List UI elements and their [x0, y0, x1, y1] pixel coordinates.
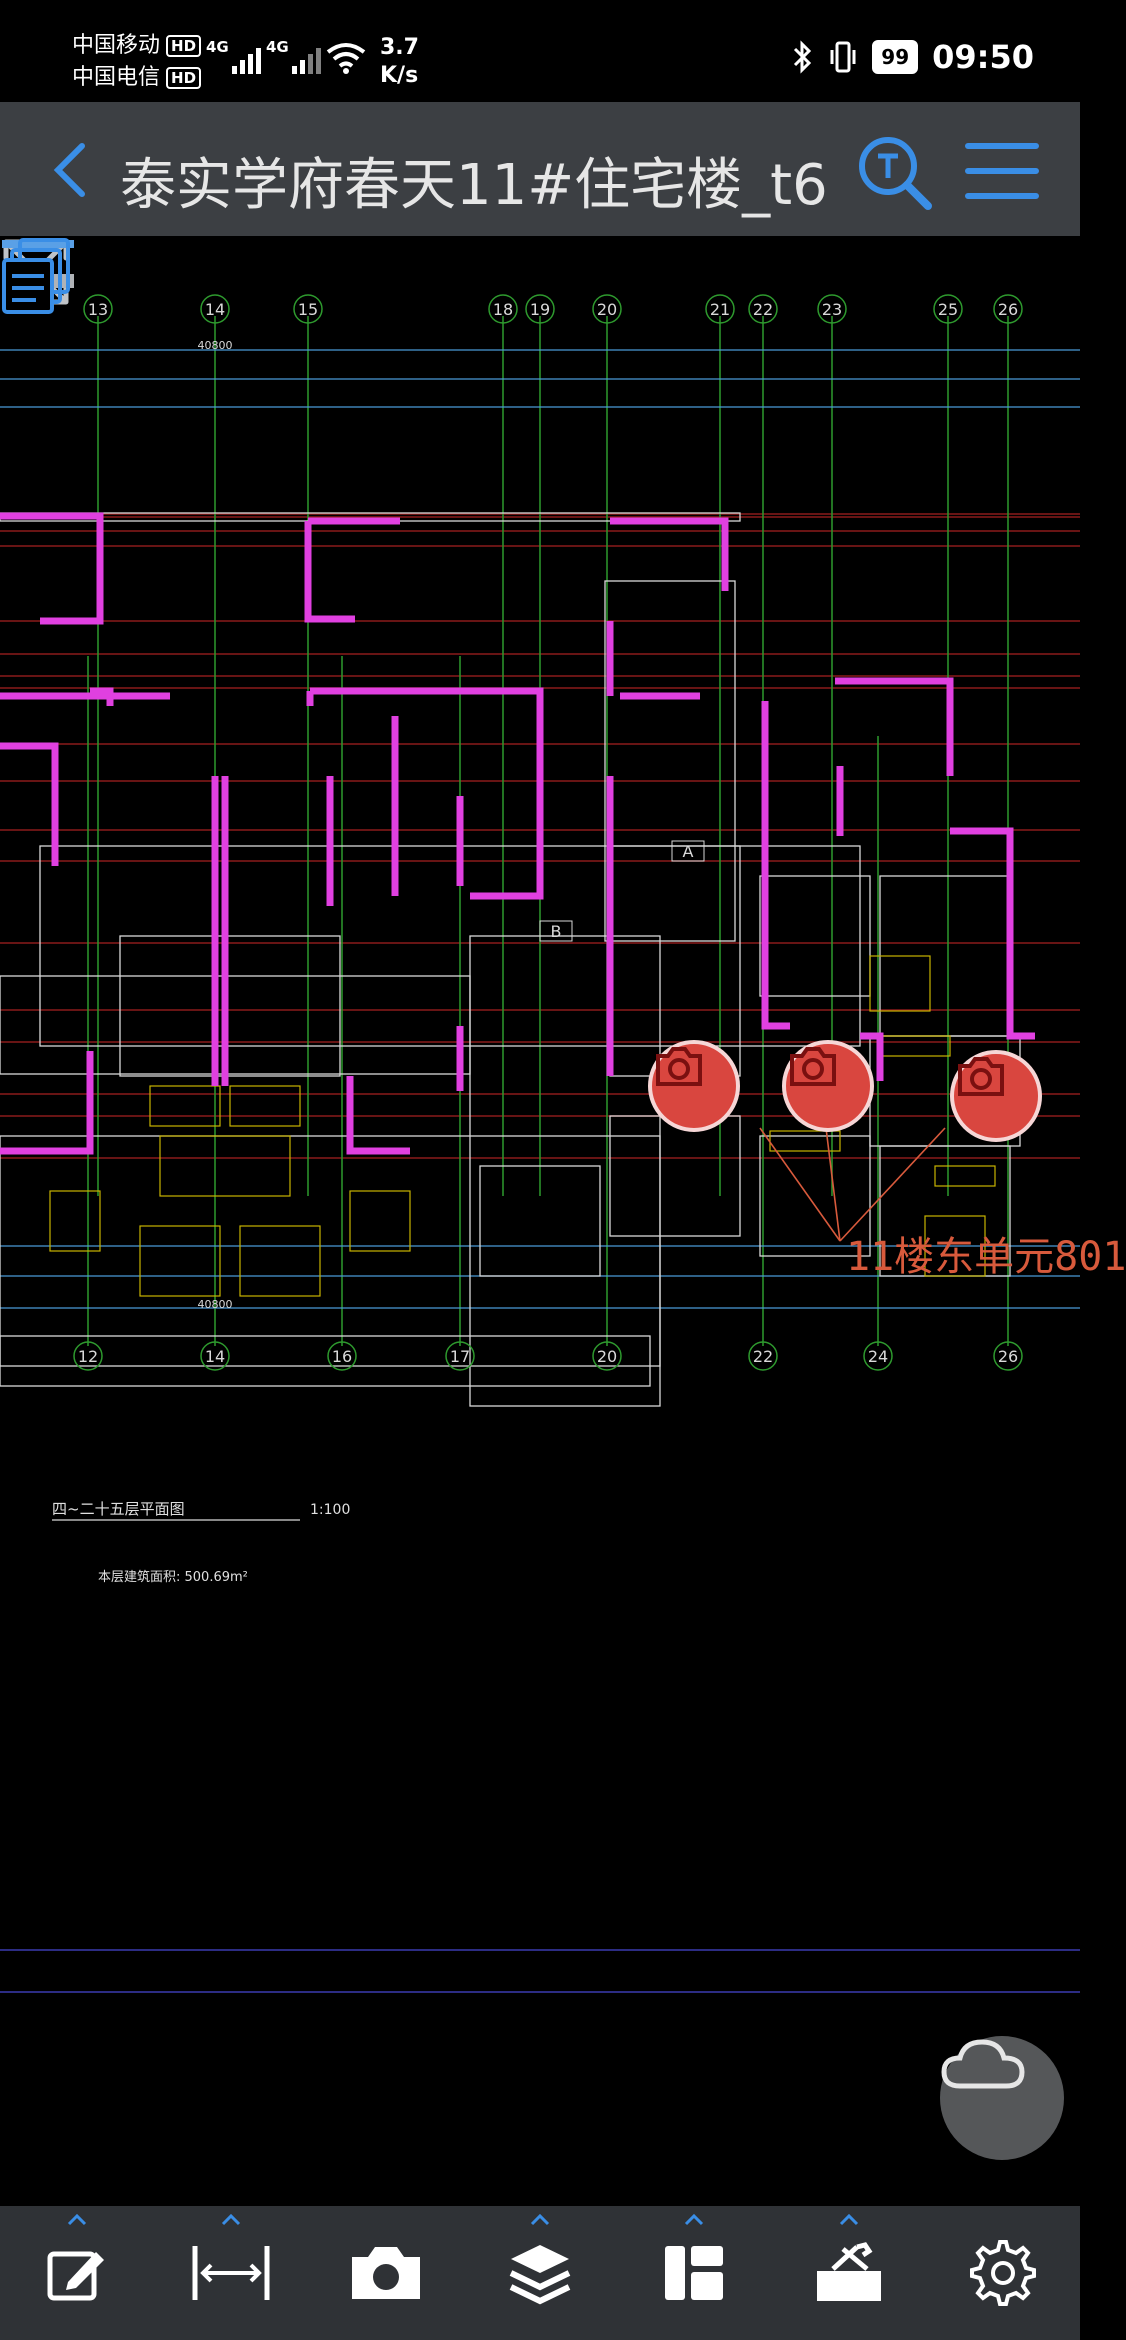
overall-dimension-top: 40800: [198, 339, 233, 352]
bottom-toolbar: [0, 2206, 1080, 2340]
tools-button[interactable]: [771, 2206, 925, 2340]
grid-label-top-9: 23: [822, 300, 842, 319]
grid-label-top-8: 22: [753, 300, 773, 319]
back-arrow-icon[interactable]: [36, 130, 116, 210]
grid-label-top-7: 21: [710, 300, 730, 319]
menu-icon[interactable]: [964, 136, 1040, 206]
hd-badge-2: HD: [166, 67, 202, 89]
settings-button[interactable]: [926, 2206, 1080, 2340]
layout-button[interactable]: [617, 2206, 771, 2340]
grid-label-top-1: 13: [88, 300, 108, 319]
chevron-up-icon: [530, 2213, 550, 2226]
battery-indicator: 99: [872, 40, 919, 74]
layers-icon: [509, 2245, 571, 2305]
plan-scale: 1:100: [310, 1502, 351, 1518]
cad-drawing-canvas[interactable]: 13 14 15 18 19 20 21 22 23 25 26 12 14 1…: [0, 236, 1126, 2206]
plan-area-note: 本层建筑面积: 500.69m²: [98, 1570, 248, 1585]
chevron-up-icon: [685, 2213, 704, 2226]
network-type-2: 4G: [266, 38, 289, 56]
measure-button[interactable]: [154, 2206, 308, 2340]
chevron-up-icon: [839, 2213, 858, 2226]
layout-icon: [665, 2246, 724, 2300]
grid-label-top-4: 18: [493, 300, 513, 319]
grid-label-top-2: 14: [205, 300, 225, 319]
grid-label-bottom-7: 24: [868, 1347, 888, 1366]
chevron-up-icon: [222, 2213, 241, 2226]
room-tag-a: A: [683, 842, 694, 861]
measure-distance-icon: [192, 2246, 270, 2300]
cloud-sync-button[interactable]: [940, 2036, 1064, 2160]
photo-marker-2[interactable]: [782, 1040, 874, 1132]
wifi-icon: [326, 43, 366, 74]
network-speed: 3.7 K/s: [380, 35, 419, 88]
clock: 09:50: [932, 38, 1034, 76]
vibrate-icon: [830, 41, 856, 73]
edit-icon: [47, 2251, 105, 2301]
gear-icon: [969, 2240, 1036, 2306]
camera-icon: [656, 1047, 702, 1086]
grid-label-bottom-1: 12: [78, 1347, 98, 1366]
camera-icon: [958, 1057, 1004, 1096]
grid-label-bottom-3: 16: [332, 1347, 352, 1366]
unit-annotation-label[interactable]: 11楼东单元801: [846, 1234, 1126, 1280]
grid-label-bottom-4: 17: [450, 1347, 470, 1366]
annotate-button[interactable]: [0, 2206, 154, 2340]
drawing-title: 泰实学府春天11#住宅楼_t6: [120, 153, 828, 218]
bluetooth-icon: [794, 40, 812, 74]
floor-plan-drawing: 13 14 15 18 19 20 21 22 23 25 26 12 14 1…: [0, 294, 1080, 1993]
grid-label-top-11: 26: [998, 300, 1018, 319]
signal-bars-2-icon: [292, 48, 321, 74]
layout-sheets-icon[interactable]: [0, 236, 72, 316]
text-search-icon[interactable]: [852, 130, 936, 214]
grid-label-bottom-2: 14: [205, 1347, 225, 1366]
overall-dimension-bottom: 40800: [198, 1298, 233, 1311]
grid-label-top-10: 25: [938, 300, 958, 319]
grid-label-top-3: 15: [298, 300, 318, 319]
grid-label-bottom-8: 26: [998, 1347, 1018, 1366]
photo-button[interactable]: [309, 2206, 463, 2340]
hd-badge-1: HD: [166, 35, 202, 57]
cloud-icon: [941, 2039, 1025, 2089]
network-type-1: 4G: [206, 38, 229, 56]
carrier-2: 中国电信: [72, 65, 161, 90]
plan-title: 四~二十五层平面图: [52, 1500, 185, 1518]
toolbox-icon: [816, 2242, 881, 2301]
photo-marker-1[interactable]: [648, 1040, 740, 1132]
chevron-up-icon: [68, 2213, 87, 2226]
grid-label-bottom-6: 22: [753, 1347, 773, 1366]
grid-label-top-5: 19: [530, 300, 550, 319]
grid-label-top-6: 20: [597, 300, 617, 319]
camera-icon: [790, 1047, 836, 1086]
status-right: 99 09:50: [792, 38, 1034, 76]
signal-bars-1-icon: [232, 48, 261, 74]
app-header: 泰实学府春天11#住宅楼_t6: [0, 102, 1080, 236]
room-tag-b: B: [551, 922, 562, 941]
photo-marker-3[interactable]: [950, 1050, 1042, 1142]
camera-icon: [351, 2247, 420, 2299]
grid-label-bottom-5: 20: [597, 1347, 617, 1366]
layers-button[interactable]: [463, 2206, 617, 2340]
carrier-1: 中国移动: [72, 33, 161, 58]
